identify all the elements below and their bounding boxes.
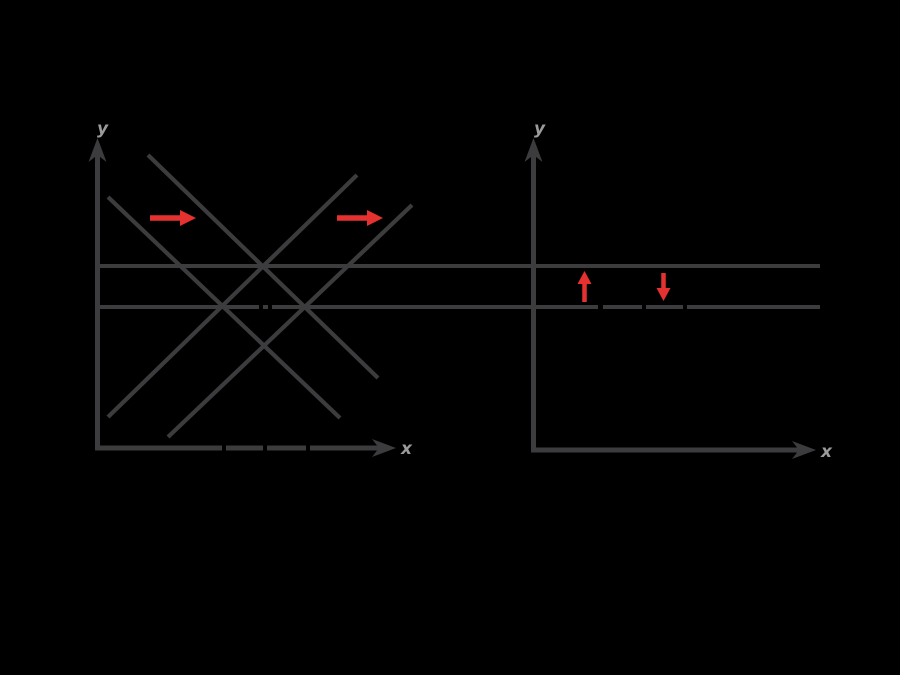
supply-shift-arrow-icon [367, 210, 383, 226]
demand-shift-arrow-icon [180, 210, 196, 226]
right-panel-y-axis-arrowhead-icon [524, 138, 543, 162]
left-panel-y-axis-arrowhead-icon [88, 138, 107, 162]
right-panel-x-axis-arrowhead-icon [792, 441, 816, 459]
right-panel-y-axis-label: y [534, 119, 546, 139]
left-panel-x-axis-arrowhead-icon [372, 439, 396, 457]
supply-curve-shifted [166, 203, 414, 439]
price-down-arrow-icon [656, 288, 671, 301]
left-panel-x-axis-label: x [400, 439, 413, 459]
right-panel-x-axis-label: x [820, 442, 833, 462]
supply-curve [106, 173, 359, 419]
demand-curve [106, 195, 342, 420]
left-panel-y-axis-label: y [97, 119, 109, 139]
price-up-arrow-icon [577, 271, 592, 284]
